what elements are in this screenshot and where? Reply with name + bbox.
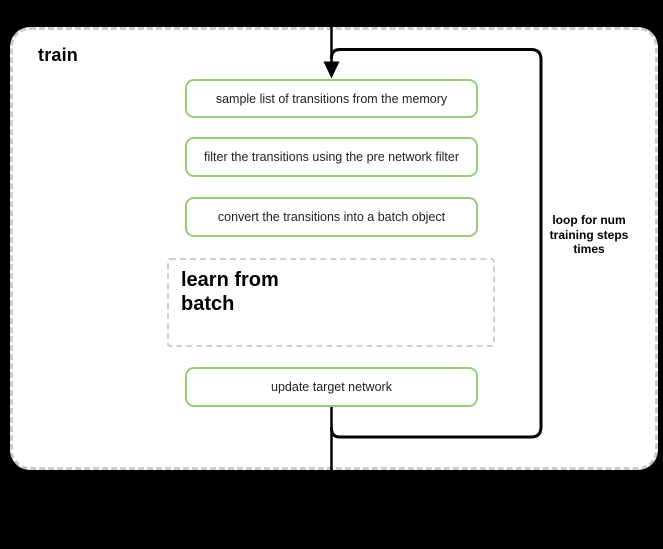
node-label: update target network <box>271 380 392 394</box>
node-update-target-network: update target network <box>185 367 478 407</box>
loop-annotation-line: loop for num <box>552 213 626 227</box>
node-label: convert the transitions into a batch obj… <box>217 210 446 224</box>
node-label-line: batch <box>181 293 235 315</box>
node-sample-transitions: sample list of transitions from the memo… <box>185 79 478 118</box>
node-convert-to-batch: convert the transitions into a batch obj… <box>185 197 478 237</box>
node-filter-transitions: filter the transitions using the pre net… <box>185 137 478 177</box>
loop-annotation: loop for num training steps times <box>541 213 637 257</box>
loop-annotation-line: training steps <box>549 227 629 242</box>
loop-annotation-line: times <box>573 242 605 257</box>
node-label: filter the transitions using the pre net… <box>204 150 459 164</box>
node-learn-from-batch: learn from batch <box>167 258 495 347</box>
train-group-title: train <box>38 45 79 65</box>
node-label-line: learn from <box>181 269 279 291</box>
node-label: sample list of transitions from the memo… <box>215 91 448 106</box>
